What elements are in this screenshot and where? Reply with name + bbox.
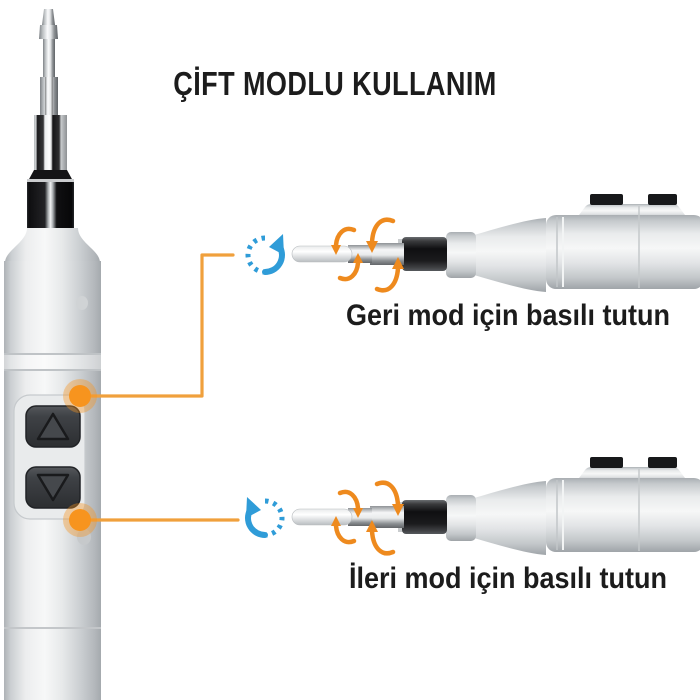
down-button [25,466,81,509]
device-body [4,228,101,700]
forward-rotation-arrow-icon [245,497,285,538]
chuck [27,115,74,228]
top-button [648,194,677,205]
body-detail-dot [76,296,88,310]
reverse-rotation-arrow-icon [245,234,285,275]
reverse-mode-caption: Geri mod için basılı tutun [345,299,671,332]
screwdriver-bit [39,9,58,115]
top-button [590,194,623,205]
top-button [590,457,623,468]
triangle-up-icon [36,412,70,441]
forward-mode-figure [245,457,700,556]
callout-dot [69,385,91,407]
triangle-down-icon [36,473,70,502]
reverse-callout-line [63,253,235,413]
body-detail-dot [77,529,91,545]
reverse-mode-figure [245,194,700,293]
callout-dot [69,509,91,531]
driver-body [446,194,700,292]
bit-spin-arrows-icon [331,217,404,293]
top-button [648,457,677,468]
bit-spin-arrows-icon [331,480,404,556]
vertical-screwdriver-illustration [4,9,101,700]
up-button [25,405,81,448]
page-title: ÇİFT MODLU KULLANIM [173,65,497,102]
forward-mode-caption: İleri mod için basılı tutun [348,562,668,595]
driver-body [446,457,700,555]
forward-callout-line [63,503,240,537]
